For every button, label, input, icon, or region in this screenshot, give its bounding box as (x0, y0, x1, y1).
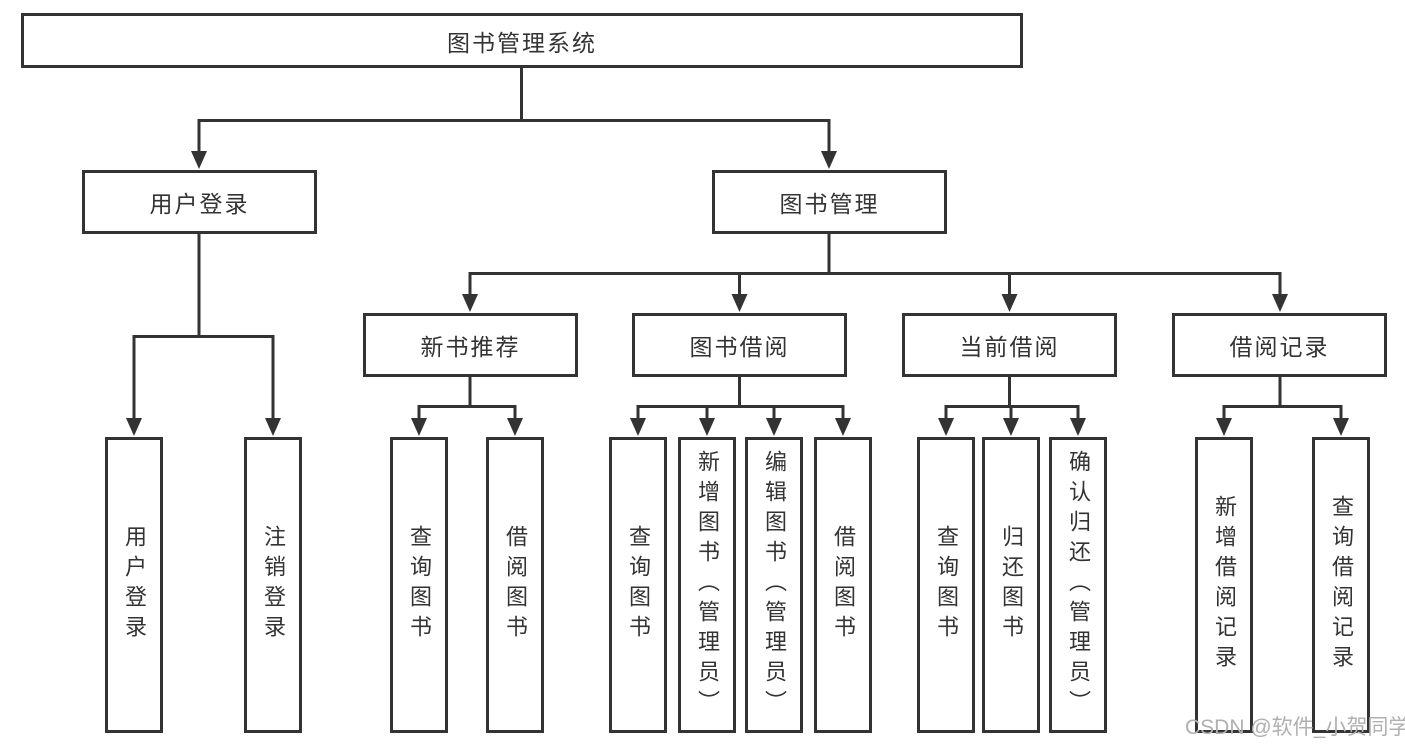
node-label: 图书管理系统 (447, 29, 597, 56)
leaf-edit-book-admin: 编辑图书（管理员） (745, 437, 803, 733)
node-label: 查询图书 (934, 525, 959, 645)
node-label: 借阅记录 (1229, 334, 1330, 360)
node-book-management: 图书管理 (712, 170, 947, 234)
leaf-add-book-admin: 新增图书（管理员） (678, 437, 736, 733)
node-book-borrow: 图书借阅 (632, 313, 847, 377)
watermark: CSDN @软件_小贺同学 (1185, 716, 1405, 739)
node-label: 借阅图书 (503, 525, 528, 645)
leaf-borrow-books: 借阅图书 (814, 437, 872, 733)
node-borrow-records: 借阅记录 (1172, 313, 1387, 377)
node-label: 图书管理 (779, 191, 880, 217)
node-label: 用户登录 (149, 191, 250, 217)
leaf-confirm-return-admin: 确认归还（管理员） (1049, 437, 1107, 733)
node-label: 借阅图书 (831, 525, 856, 645)
leaf-query-books-borrow: 查询图书 (609, 437, 667, 733)
node-label: 查询借阅记录 (1329, 495, 1354, 675)
node-label: 注销登录 (261, 525, 286, 645)
node-label: 用户登录 (122, 525, 147, 645)
node-user-login: 用户登录 (82, 170, 317, 234)
node-label: 新增借阅记录 (1212, 495, 1237, 675)
node-library-management-system: 图书管理系统 (21, 13, 1023, 68)
node-label: 归还图书 (999, 525, 1024, 645)
node-label: 新书推荐 (420, 334, 521, 360)
leaf-return-books: 归还图书 (982, 437, 1040, 733)
leaf-query-books-current: 查询图书 (917, 437, 975, 733)
leaf-query-books-recommend: 查询图书 (390, 437, 448, 733)
leaf-query-borrow-record: 查询借阅记录 (1312, 437, 1370, 733)
node-label: 新增图书（管理员） (695, 450, 720, 720)
arrowheads (126, 151, 1349, 436)
leaf-logout: 注销登录 (244, 437, 302, 733)
node-label: 确认归还（管理员） (1066, 450, 1091, 720)
node-label: 查询图书 (626, 525, 651, 645)
leaf-borrow-books-recommend: 借阅图书 (486, 437, 544, 733)
leaf-add-borrow-record: 新增借阅记录 (1195, 437, 1253, 733)
node-label: 编辑图书（管理员） (762, 450, 787, 720)
node-label: 图书借阅 (689, 334, 790, 360)
node-label: 查询图书 (407, 525, 432, 645)
leaf-user-login: 用户登录 (105, 437, 163, 733)
node-new-book-recommend: 新书推荐 (363, 313, 578, 377)
node-label: 当前借阅 (959, 334, 1060, 360)
node-current-borrow: 当前借阅 (902, 313, 1117, 377)
